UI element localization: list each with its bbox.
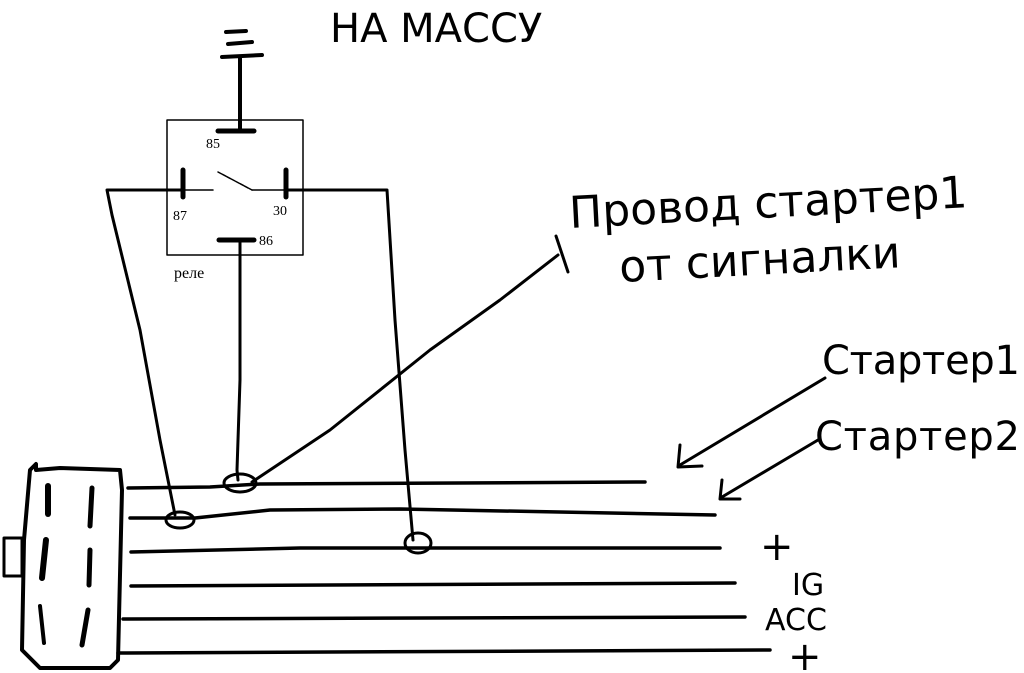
starter1-label: Стартер1 — [822, 338, 1020, 384]
wire-30 — [284, 188, 415, 542]
plus2-label: + — [788, 634, 822, 673]
plus1-label: + — [760, 524, 794, 570]
pin-87-label: 87 — [173, 209, 187, 224]
wire-starter2 — [128, 507, 717, 520]
ground-label: НА МАССУ — [330, 6, 542, 52]
harness-wires — [116, 480, 772, 655]
wire-86 — [235, 238, 242, 482]
signal-wire — [250, 253, 560, 484]
signal-wire-label-line1: Провод стартер1 — [568, 167, 969, 239]
acc-label: ACC — [765, 603, 827, 638]
wire-ig — [129, 581, 737, 588]
arrow-starter1-icon — [676, 376, 827, 469]
wire-plus1 — [129, 546, 722, 554]
ground-icon — [220, 29, 264, 132]
wire-starter1 — [126, 480, 647, 490]
ig-label: IG — [792, 568, 824, 603]
signal-wire-label-line2: от сигналки — [618, 227, 902, 293]
pin-30-label: 30 — [273, 204, 287, 219]
wire-plus2 — [116, 648, 772, 655]
wire-87 — [105, 188, 185, 517]
wire-acc — [121, 615, 747, 621]
relay — [166, 119, 304, 256]
splice-plus — [403, 531, 433, 555]
arrow-starter2-icon — [718, 438, 820, 501]
relay-label: реле — [174, 265, 204, 282]
relay-switch — [217, 171, 253, 191]
splice-starter2 — [164, 510, 196, 530]
starter2-label: Стартер2 — [815, 414, 1020, 460]
ignition-connector — [2, 462, 124, 670]
pin-86-label: 86 — [259, 234, 273, 249]
pin-85-label: 85 — [206, 137, 220, 152]
